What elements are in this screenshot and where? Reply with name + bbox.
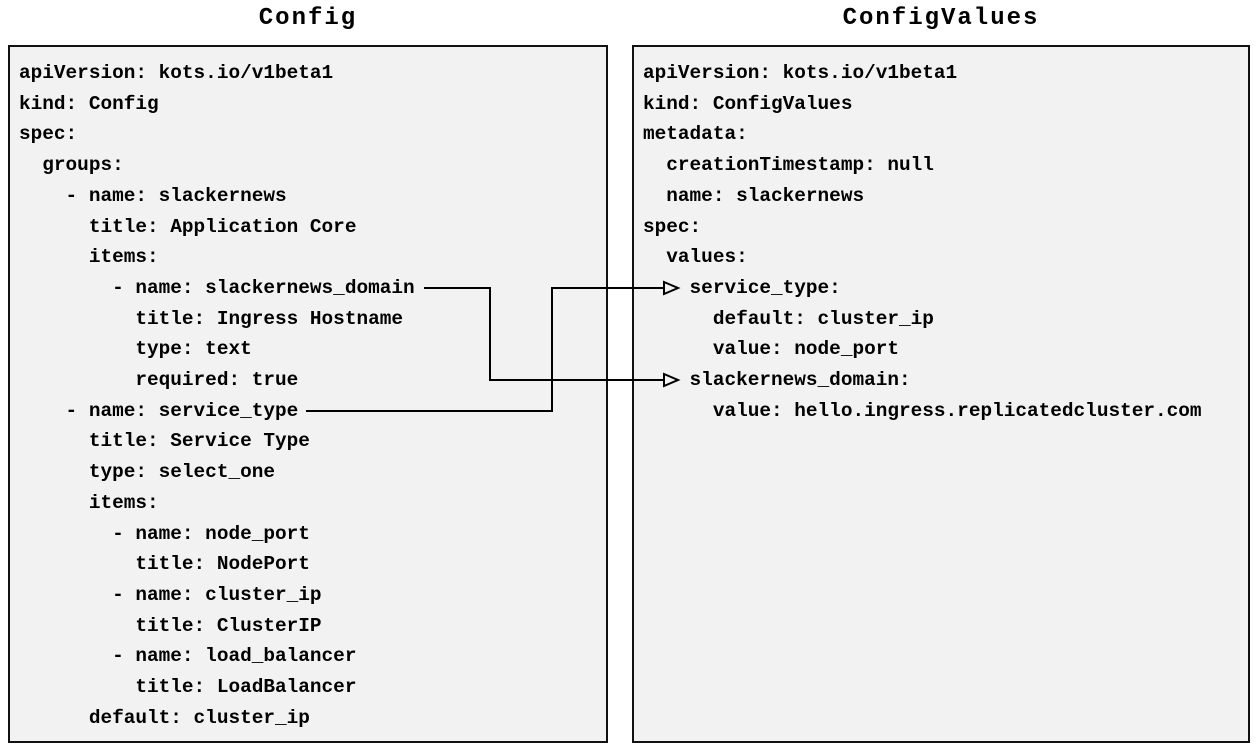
config-yaml-panel: apiVersion: kots.io/v1beta1 kind: Config… — [8, 45, 608, 743]
config-yaml-code: apiVersion: kots.io/v1beta1 kind: Config… — [19, 62, 415, 729]
configvalues-yaml-code: apiVersion: kots.io/v1beta1 kind: Config… — [643, 62, 1202, 422]
configvalues-yaml-panel: apiVersion: kots.io/v1beta1 kind: Config… — [632, 45, 1250, 743]
config-panel-title: Config — [258, 5, 358, 32]
configvalues-panel-title: ConfigValues — [842, 5, 1040, 32]
